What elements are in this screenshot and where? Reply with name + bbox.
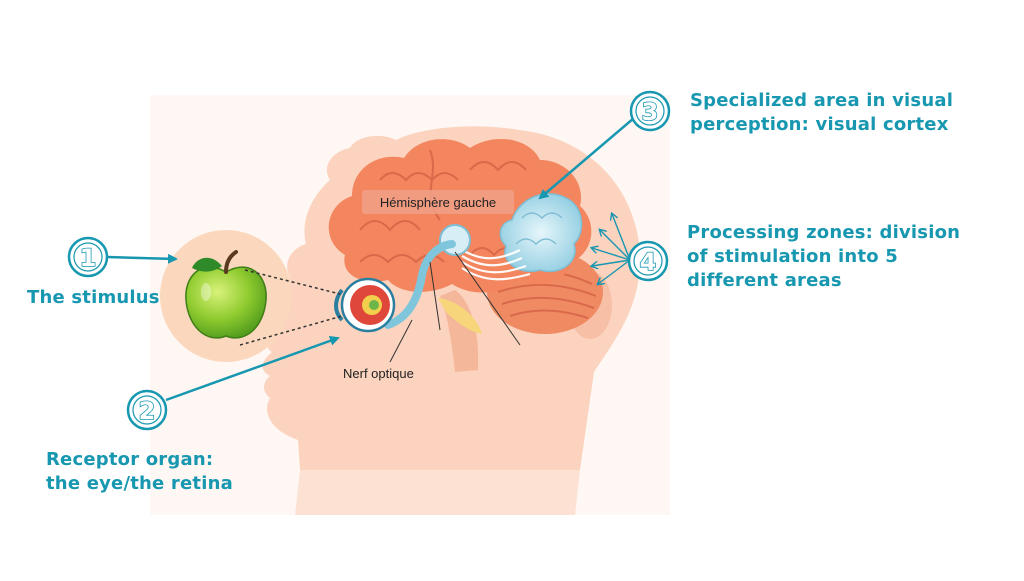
arrow-step-1 — [106, 253, 178, 264]
caption-step-4-line-3: different areas — [687, 270, 842, 291]
badge-step-3: 3 — [629, 90, 671, 132]
caption-step-4-line-2: of stimulation into 5 — [687, 246, 899, 267]
sight-line-top — [244, 269, 341, 295]
caption-step-1: The stimulus — [27, 286, 160, 310]
arrows-step-4 — [592, 214, 631, 284]
neck — [295, 470, 580, 515]
badge-step-2: 2 — [126, 389, 168, 431]
eye — [334, 277, 396, 333]
arrow-step-3 — [538, 117, 635, 200]
apple-icon — [185, 250, 267, 339]
caption-step-2-line-2: the eye/the retina — [46, 473, 233, 494]
visual-cortex — [499, 193, 583, 273]
optic-nerve-label: Nerf optique — [343, 366, 414, 381]
thalamus-pointer — [454, 251, 521, 346]
caption-step-2: Receptor organ: the eye/the retina — [46, 448, 233, 496]
nerve-pointer-2 — [429, 261, 441, 331]
caption-step-1-line-1: The stimulus — [27, 287, 160, 308]
caption-step-3-line-2: perception: visual cortex — [690, 114, 949, 135]
badge-step-4: 4 — [627, 240, 669, 282]
caption-step-4: Processing zones: division of stimulatio… — [687, 221, 960, 293]
thalamus-node — [439, 224, 471, 256]
badge-step-1: 1 — [67, 236, 109, 278]
hemisphere-label-band — [362, 190, 514, 214]
badge-number-4: 4 — [640, 248, 657, 276]
hemisphere-label: Hémisphère gauche — [380, 195, 496, 210]
optic-nerve-pointer — [389, 319, 413, 363]
arrow-step-2 — [165, 336, 340, 402]
badge-number-3: 3 — [642, 98, 659, 126]
badge-number-1: 1 — [80, 244, 97, 272]
caption-step-3-line-1: Specialized area in visual — [690, 90, 954, 111]
thalamus-fibers — [438, 298, 482, 334]
caption-step-4-line-1: Processing zones: division — [687, 222, 961, 243]
optic-nerve-path — [384, 240, 456, 329]
caption-step-3: Specialized area in visual perception: v… — [690, 89, 953, 137]
caption-step-2-line-1: Receptor organ: — [46, 449, 214, 470]
badge-number-2: 2 — [139, 397, 156, 425]
